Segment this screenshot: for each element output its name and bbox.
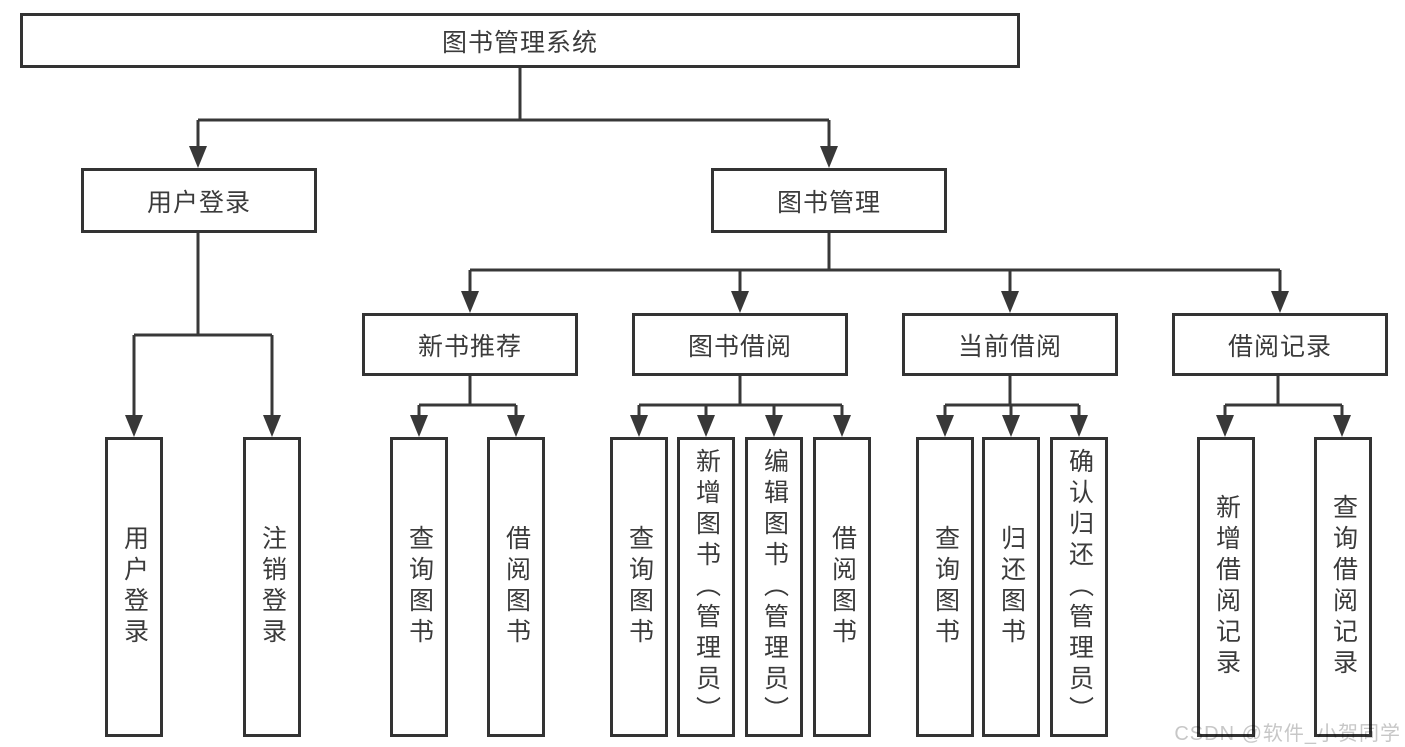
node-book-borrowing: 图书借阅 xyxy=(632,313,848,376)
node-library-management-system: 图书管理系统 xyxy=(20,13,1020,68)
leaf-user-login-label: 用户登录 xyxy=(120,525,149,649)
leaf-query-books-2: 查询图书 xyxy=(610,437,668,737)
leaf-borrow-books-2: 借阅图书 xyxy=(813,437,871,737)
leaf-borrow-books-2-label: 借阅图书 xyxy=(828,525,857,649)
leaf-query-books-3: 查询图书 xyxy=(916,437,974,737)
leaf-borrow-books-1-label: 借阅图书 xyxy=(502,525,531,649)
leaf-add-book-admin: 新增图书（管理员） xyxy=(677,437,735,737)
leaf-logout: 注销登录 xyxy=(243,437,301,737)
node-new-book-recommendation: 新书推荐 xyxy=(362,313,578,376)
leaf-confirm-return-admin-label: 确认归还（管理员） xyxy=(1065,447,1094,727)
leaf-confirm-return-admin: 确认归还（管理员） xyxy=(1050,437,1108,737)
leaf-user-login: 用户登录 xyxy=(105,437,163,737)
leaf-logout-label: 注销登录 xyxy=(258,525,287,649)
node-user-login: 用户登录 xyxy=(81,168,317,233)
node-borrowing-records: 借阅记录 xyxy=(1172,313,1388,376)
leaf-query-borrow-record: 查询借阅记录 xyxy=(1314,437,1372,737)
leaf-query-books-1-label: 查询图书 xyxy=(405,525,434,649)
node-book-management: 图书管理 xyxy=(711,168,947,233)
leaf-return-book-label: 归还图书 xyxy=(997,525,1026,649)
leaf-query-books-1: 查询图书 xyxy=(390,437,448,737)
leaf-query-borrow-record-label: 查询借阅记录 xyxy=(1329,494,1358,680)
leaf-edit-book-admin-label: 编辑图书（管理员） xyxy=(760,447,789,727)
leaf-return-book: 归还图书 xyxy=(982,437,1040,737)
leaf-query-books-3-label: 查询图书 xyxy=(931,525,960,649)
leaf-add-borrow-record-label: 新增借阅记录 xyxy=(1212,494,1241,680)
leaf-add-borrow-record: 新增借阅记录 xyxy=(1197,437,1255,737)
leaf-query-books-2-label: 查询图书 xyxy=(625,525,654,649)
leaf-edit-book-admin: 编辑图书（管理员） xyxy=(745,437,803,737)
leaf-borrow-books-1: 借阅图书 xyxy=(487,437,545,737)
leaf-add-book-admin-label: 新增图书（管理员） xyxy=(692,447,721,727)
node-current-borrowing: 当前借阅 xyxy=(902,313,1118,376)
